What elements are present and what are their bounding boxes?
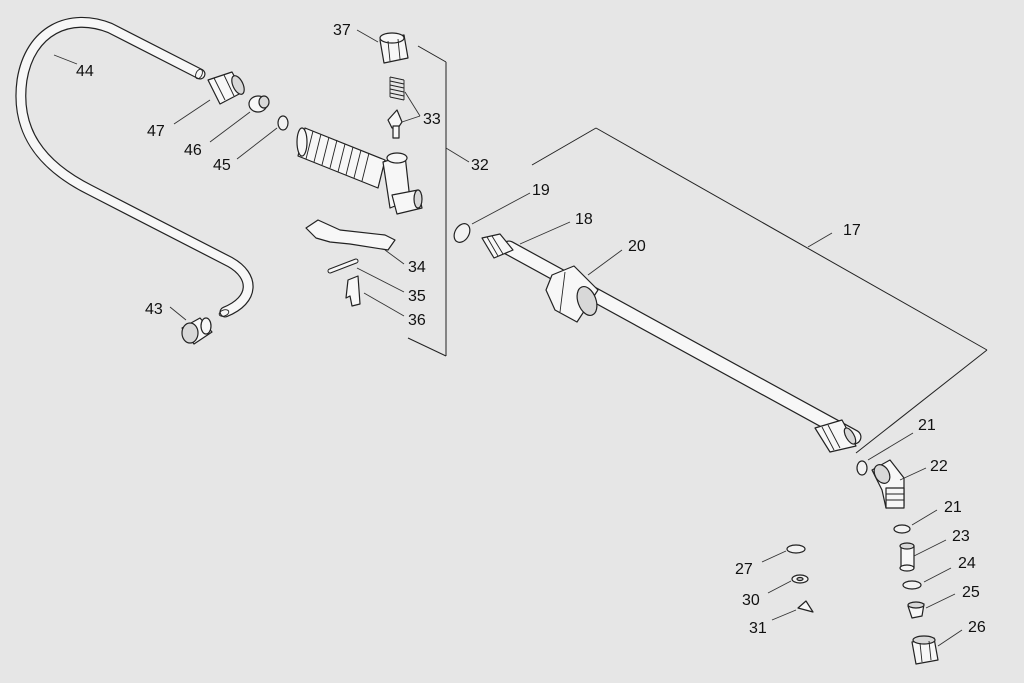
part-18-lance-tube (481, 233, 862, 453)
part-33-spring (387, 76, 405, 139)
label-35: 35 (408, 288, 426, 305)
part-24-ring (902, 580, 922, 590)
label-19: 19 (532, 182, 550, 199)
part-45-ring (277, 115, 289, 131)
label-27: 27 (735, 561, 753, 578)
label-34: 34 (408, 259, 426, 276)
label-21-lower: 21 (944, 499, 962, 516)
part-labels: 44 47 46 45 43 37 33 32 34 35 36 19 18 2… (76, 22, 986, 637)
part-43-nut (181, 317, 213, 345)
part-19-ring (453, 223, 471, 243)
label-45: 45 (213, 157, 231, 174)
label-26: 26 (968, 619, 986, 636)
part-25-nozzle (907, 601, 925, 619)
label-31: 31 (749, 620, 767, 637)
leader-lines (53, 29, 963, 647)
label-21-upper: 21 (918, 417, 936, 434)
part-36-clip (345, 275, 361, 307)
part-27-ring (786, 544, 806, 554)
part-47-nut (207, 71, 245, 105)
part-37-cap (379, 32, 409, 64)
label-36: 36 (408, 312, 426, 329)
part-32-valve-handle (296, 127, 423, 215)
label-47: 47 (147, 123, 165, 140)
part-44-hose (15, 16, 254, 318)
label-18: 18 (575, 211, 593, 228)
label-30: 30 (742, 592, 760, 609)
label-24: 24 (958, 555, 976, 572)
label-32: 32 (471, 157, 489, 174)
part-23-sleeve (899, 542, 915, 572)
label-43: 43 (145, 301, 163, 318)
group-bracket-32 (407, 45, 447, 357)
part-20-nut (545, 265, 599, 323)
label-23: 23 (952, 528, 970, 545)
label-17: 17 (843, 222, 861, 239)
group-bracket-17 (531, 127, 988, 454)
part-35-pin (327, 258, 359, 274)
part-31-cap (797, 600, 814, 613)
part-26-cap (911, 635, 939, 665)
part-21-ring-lower (893, 524, 911, 534)
label-33: 33 (423, 111, 441, 128)
label-20: 20 (628, 238, 646, 255)
label-37: 37 (333, 22, 351, 39)
part-46-fitting (248, 95, 270, 113)
part-21-ring-upper (856, 460, 868, 476)
part-22-elbow (871, 459, 905, 509)
label-25: 25 (962, 584, 980, 601)
label-22: 22 (930, 458, 948, 475)
part-30-ring (791, 574, 809, 584)
part-34-lever (305, 219, 396, 251)
label-44: 44 (76, 63, 94, 80)
label-46: 46 (184, 142, 202, 159)
